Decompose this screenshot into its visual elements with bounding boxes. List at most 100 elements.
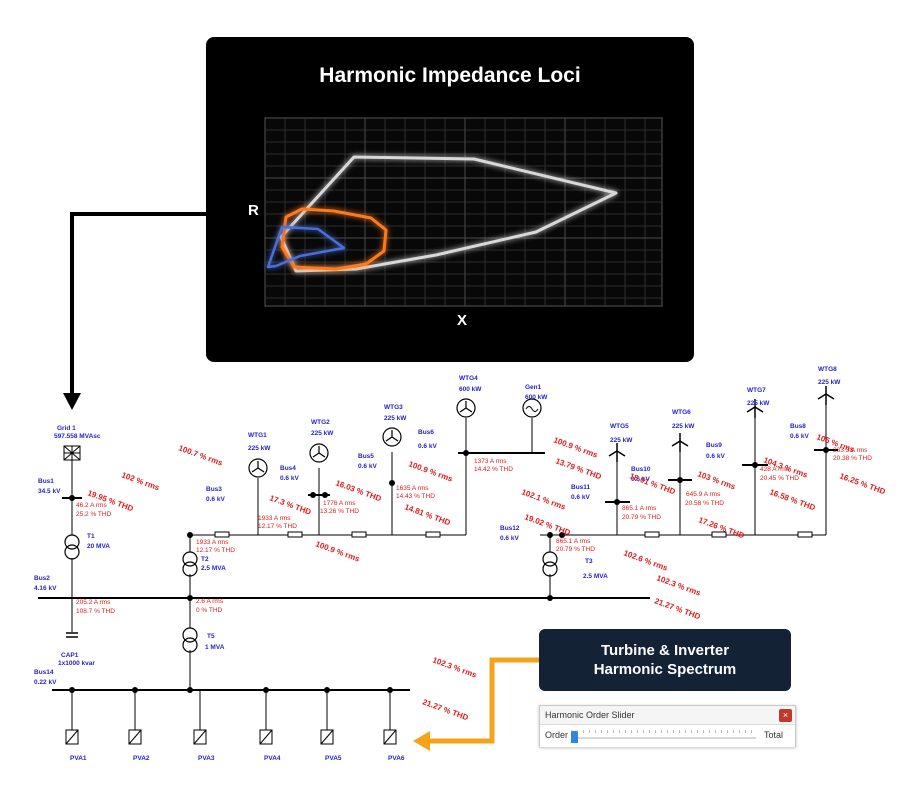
result-label: 1933 A rms (196, 539, 229, 546)
element-label: Bus1 (38, 478, 54, 485)
summary-label: 17.3 % THD (268, 493, 312, 516)
element-label: 597.558 MVAsc (54, 433, 101, 440)
element-label: WTG7 (747, 387, 766, 394)
element-label: 1 MVA (205, 644, 225, 651)
summary-label: 102.1 % rms (520, 487, 567, 511)
summary-label: 16.25 % THD (838, 471, 886, 496)
summary-label: 100.9 % rms (407, 459, 454, 483)
result-label: 645.9 A rms (686, 491, 721, 498)
element-label: 225 kW (384, 415, 407, 422)
loci-title: Harmonic Impedance Loci (319, 64, 581, 87)
summary-label: 18.01 % THD (628, 471, 676, 496)
result-label: 1933 A rms (258, 515, 291, 522)
result-label: 2.6 A rms (196, 598, 224, 605)
summary-label: 16.58 % THD (768, 487, 816, 512)
loci-plot (264, 117, 663, 307)
element-label: WTG6 (672, 409, 691, 416)
element-label: Bus10 (631, 466, 651, 473)
result-label: 12.17 % THD (196, 547, 235, 554)
element-label: 0.6 kV (790, 433, 809, 440)
transformer-t1-icon (64, 534, 80, 550)
element-label: Bus9 (706, 442, 722, 449)
loci-y-label: R (248, 202, 259, 219)
link-arrow-head (63, 393, 81, 410)
slider-thumb[interactable] (571, 731, 578, 743)
element-label: PVA3 (198, 755, 215, 762)
element-label: 20 MVA (87, 543, 110, 550)
summary-label: 14.81 % THD (403, 502, 451, 527)
element-label: 34.5 kV (38, 488, 61, 495)
ac-generator-icon (522, 398, 542, 418)
result-label: 20.45 % THD (760, 475, 799, 482)
result-label: 1373 A rms (474, 458, 507, 465)
element-label: PVA5 (325, 755, 342, 762)
summary-label: 19.95 % THD (86, 488, 134, 513)
element-label: PVA4 (264, 755, 281, 762)
element-label: 0.6 kV (206, 496, 225, 503)
result-label: 205.2 A rms (76, 599, 111, 606)
result-label: 14.43 % THD (396, 493, 435, 500)
transformer-t5-icon (182, 627, 198, 643)
element-label: Bus3 (206, 486, 222, 493)
spectrum-card[interactable]: Turbine & Inverter Harmonic Spectrum (539, 629, 791, 691)
summary-label: 21.27 % THD (421, 697, 469, 722)
result-label: 46.2 A rms (76, 502, 107, 509)
result-label: 108.7 % THD (76, 608, 115, 615)
transformer-t2-icon (182, 551, 198, 567)
result-label: 20.79 % THD (556, 546, 595, 553)
element-label: PVA6 (388, 755, 405, 762)
result-label: 14.42 % THD (474, 466, 513, 473)
harmonic-order-slider-window: Harmonic Order Slider × Order Total (539, 705, 796, 747)
element-label: 0.6 kV (500, 535, 519, 542)
transformer-t3-icon (542, 551, 558, 567)
element-label: WTG5 (610, 423, 629, 430)
element-label: 2.5 MVA (201, 565, 226, 572)
spectrum-card-line2: Harmonic Spectrum (593, 661, 737, 678)
result-label: 20.38 % THD (833, 455, 872, 462)
result-label: 20.79 % THD (622, 514, 661, 521)
result-label: 12.17 % THD (258, 523, 297, 530)
element-label: PVA2 (133, 755, 150, 762)
element-label: 1x1000 kvar (58, 660, 95, 667)
element-label: 225 kW (248, 445, 271, 452)
element-label: Bus4 (280, 465, 296, 472)
summary-label: 102.3 % rms (655, 573, 702, 597)
element-label: 225 kW (672, 423, 695, 430)
element-label: Bus5 (358, 453, 374, 460)
summary-label: 103 % rms (696, 469, 737, 491)
summary-label: 100.9 % rms (314, 539, 361, 563)
close-button[interactable]: × (779, 709, 792, 722)
result-label: 20.58 % THD (685, 500, 724, 507)
locus-inner (266, 225, 346, 269)
slider-track[interactable] (571, 737, 756, 739)
element-label: Grid 1 (57, 425, 76, 432)
element-label: 0.6 kV (571, 494, 590, 501)
result-label: 865.1 A rms (556, 538, 591, 545)
summary-label: 21.27 % THD (653, 596, 701, 621)
element-label: 600 kW (459, 386, 482, 393)
element-label: WTG4 (459, 375, 478, 382)
summary-label: 100.7 % rms (177, 443, 224, 467)
element-label: 225 kW (311, 430, 334, 437)
element-label: WTG8 (818, 366, 837, 373)
result-label: 1635 A rms (396, 485, 429, 492)
loci-x-label: X (457, 312, 468, 329)
summary-label: 102.6 % rms (622, 548, 669, 572)
element-label: 4.16 kV (34, 585, 57, 592)
element-label: 600 kW (525, 394, 548, 401)
element-label: WTG1 (248, 432, 267, 439)
element-label: Bus14 (34, 669, 54, 676)
grid-icon (63, 445, 81, 461)
element-label: 0.22 kV (34, 679, 57, 686)
spectrum-arrow-line (428, 657, 540, 744)
element-label: 0.6 kV (358, 463, 377, 470)
element-label: Bus2 (34, 575, 50, 582)
element-label: Bus8 (790, 423, 806, 430)
element-label: 225 kW (610, 437, 633, 444)
spectrum-arrow-head (413, 731, 430, 751)
element-label: 2.5 MVA (583, 573, 608, 580)
element-label: Bus6 (418, 429, 434, 436)
element-label: CAP1 (61, 652, 79, 659)
